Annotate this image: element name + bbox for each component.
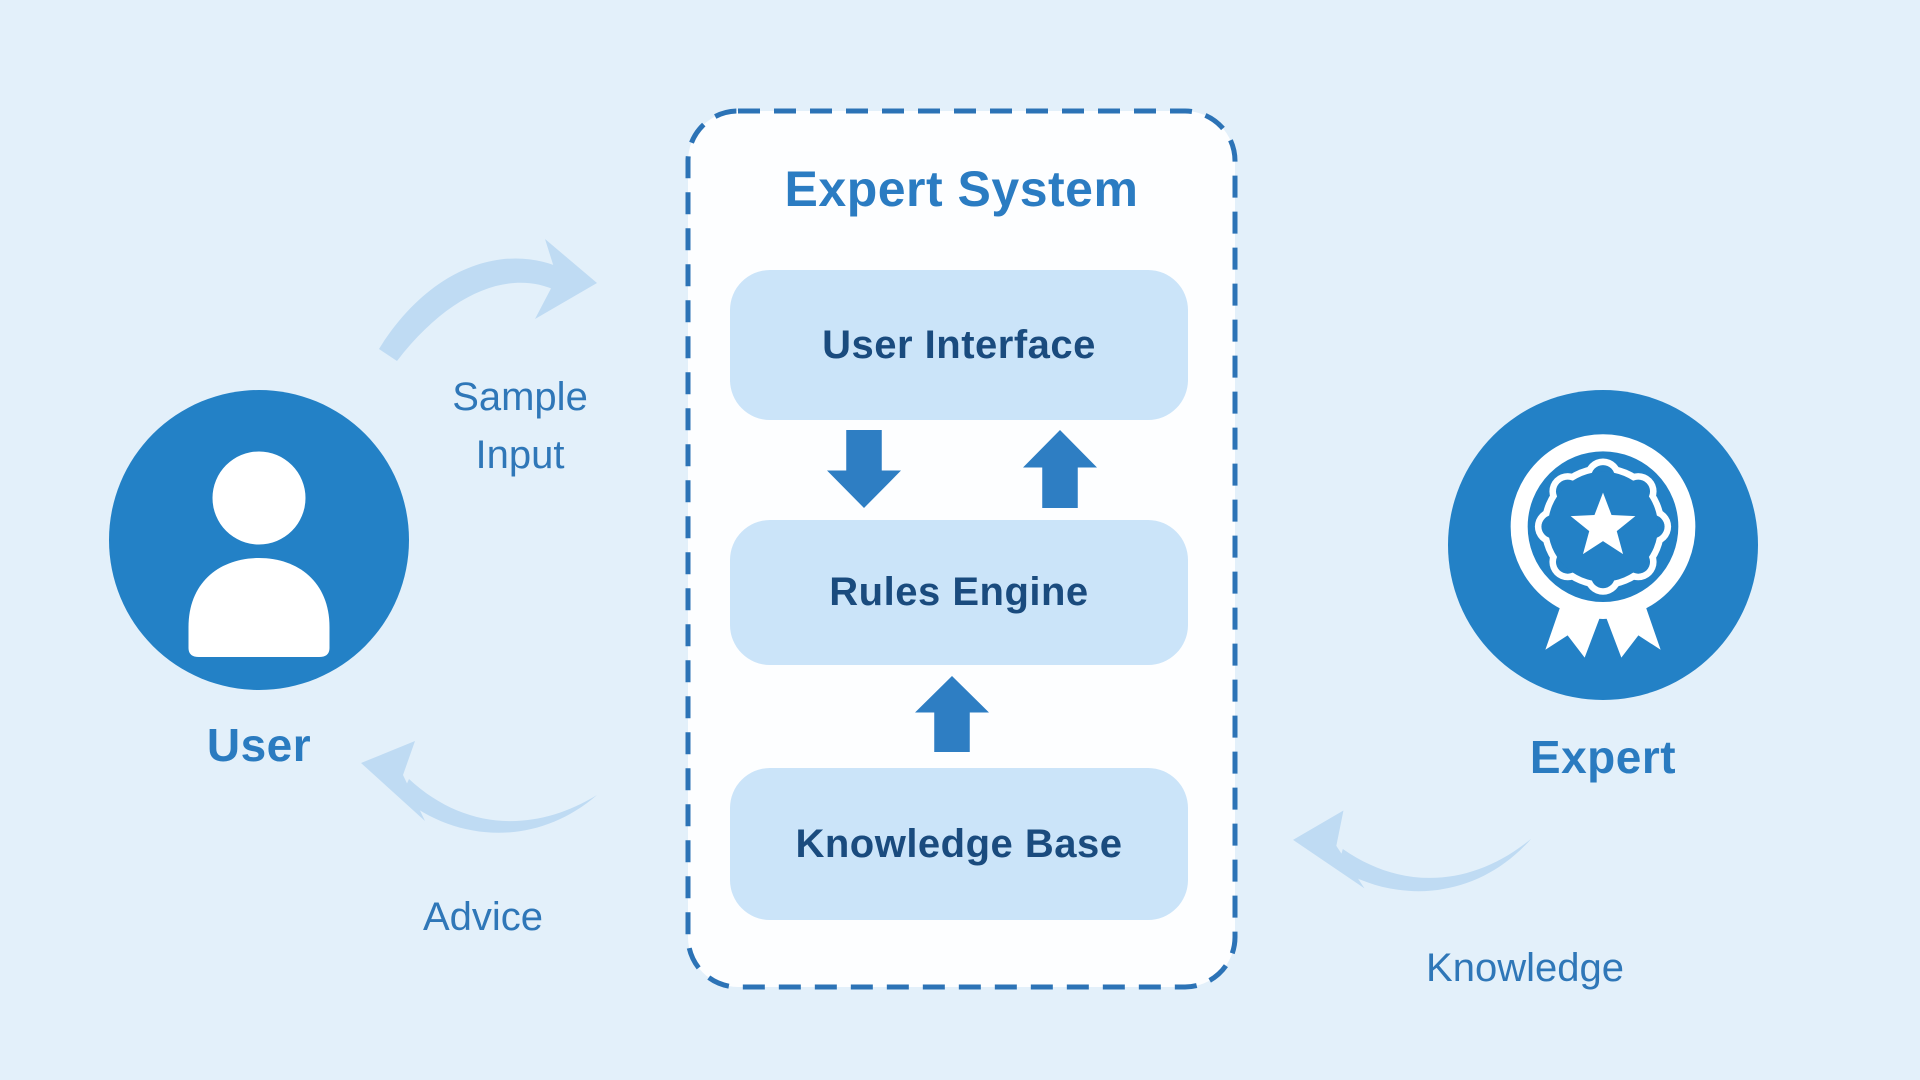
- user-label: User: [206, 719, 312, 771]
- expert-label: Expert: [1529, 731, 1677, 783]
- component-knowledge-base: Knowledge Base: [730, 768, 1188, 920]
- component-label: Rules Engine: [829, 570, 1089, 614]
- sample-input-arrow-icon: [379, 239, 597, 361]
- panel-title: Expert System: [784, 161, 1139, 217]
- advice-arrow-icon: [361, 741, 597, 833]
- component-label: User Interface: [822, 322, 1096, 367]
- flow-label-knowledge: Knowledge: [1426, 946, 1624, 990]
- user-avatar: [109, 390, 409, 690]
- expert-avatar: [1448, 390, 1758, 700]
- flow-label-sample-input: Sample Input: [452, 375, 588, 477]
- flow-label-advice: Advice: [422, 895, 544, 939]
- person-icon: [188, 451, 330, 657]
- component-label: Knowledge Base: [795, 821, 1123, 866]
- component-rules-engine: Rules Engine: [730, 520, 1188, 665]
- component-user-interface: User Interface: [730, 270, 1188, 420]
- award-ribbon-icon: [1510, 434, 1696, 658]
- knowledge-arrow-icon: [1293, 810, 1532, 892]
